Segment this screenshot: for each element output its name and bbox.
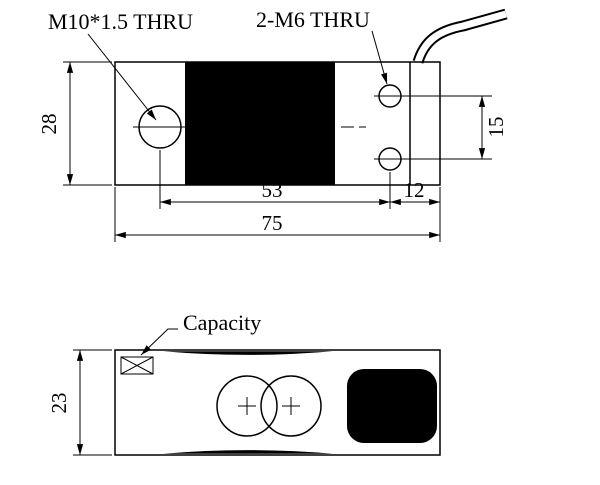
mounting-hole-right bbox=[260, 375, 322, 437]
m6-leader-line bbox=[371, 30, 388, 85]
cable-core bbox=[414, 10, 507, 64]
top-view: M10*1.5 THRU 2-M6 THRU 28 15 53 12 75 bbox=[37, 7, 508, 242]
bottom-groove bbox=[163, 450, 333, 454]
black-cover bbox=[185, 62, 335, 185]
capacity-plate-cross bbox=[120, 356, 154, 375]
m10-thread-label: M10*1.5 THRU bbox=[48, 9, 193, 34]
dim-23-label: 23 bbox=[47, 393, 71, 414]
bottom-view: Capacity 23 bbox=[47, 310, 441, 456]
m6-thread-label: 2-M6 THRU bbox=[256, 7, 370, 32]
dim-53-label: 53 bbox=[262, 178, 283, 202]
dim-15-label: 15 bbox=[484, 117, 508, 138]
capacity-plate bbox=[120, 356, 154, 375]
m10-leader-line bbox=[87, 33, 157, 121]
black-pad bbox=[347, 369, 437, 443]
bottom-view-body bbox=[114, 349, 441, 456]
capacity-label: Capacity bbox=[183, 310, 261, 335]
dim-75-label: 75 bbox=[262, 211, 283, 235]
capacity-leader-line bbox=[140, 328, 178, 356]
dim-12-label: 12 bbox=[404, 178, 425, 202]
mounting-hole-left bbox=[216, 375, 278, 437]
dim-28-label: 28 bbox=[37, 114, 61, 135]
top-groove bbox=[163, 351, 333, 355]
